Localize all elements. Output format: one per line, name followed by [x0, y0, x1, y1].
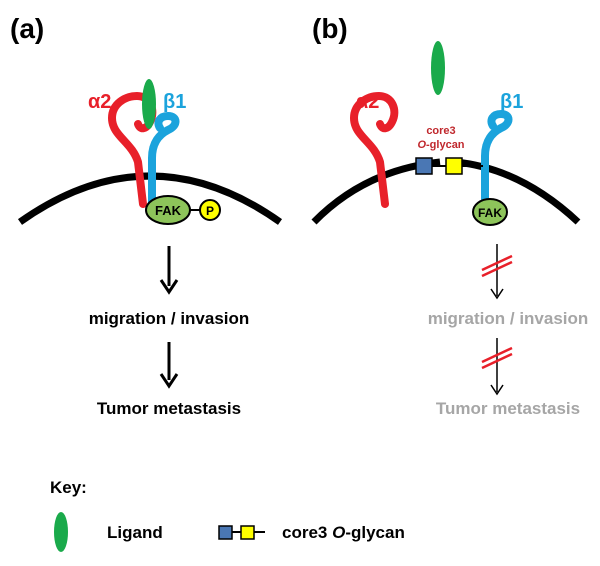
key-glycan-blue-square — [218, 525, 233, 540]
panel-b-arrow-1-head — [490, 288, 504, 300]
key-glycan-label: core3 O-glycan — [282, 523, 405, 542]
panel-b-arrow-2-head — [490, 384, 504, 396]
panel-b-block-mark-2a — [481, 346, 513, 364]
panel-b-membrane-right — [454, 158, 581, 225]
panel-b-block-mark-1b — [481, 260, 513, 278]
panel-a-arrow-2-head — [159, 373, 179, 389]
panel-b-fak-label: FAK — [478, 206, 502, 220]
panel-a-ligand — [142, 79, 156, 129]
panel-a-arrow-1-head — [159, 279, 179, 295]
panel-b-glycan-blue-square — [415, 157, 433, 175]
panel-a-beta1-integrin — [148, 112, 180, 208]
panel-b-alpha2-integrin — [350, 92, 399, 208]
panel-b-ligand — [431, 41, 445, 95]
key-ligand-icon — [54, 512, 68, 552]
panel-a-step-migration: migration / invasion — [89, 309, 250, 328]
panel-b-glycan-yellow-square — [445, 157, 463, 175]
panel-a-phospho-node — [199, 199, 221, 221]
panel-b-alpha2-label: α2 — [356, 91, 379, 113]
key-glycan-yellow-square — [240, 525, 255, 540]
panel-b-glycan-label-1: core3 — [426, 125, 455, 137]
panel-b-step-migration: migration / invasion — [428, 309, 589, 328]
panel-a-alpha2-label: α2 — [88, 91, 111, 113]
panel-b-label: (b) — [312, 13, 348, 44]
panel-b-beta1-label: β1 — [500, 91, 523, 113]
panel-b-block-mark-2b — [481, 352, 513, 370]
panel-b-fak-node — [472, 198, 508, 226]
panel-a-step-metastasis: Tumor metastasis — [97, 399, 241, 418]
panel-b-step-metastasis: Tumor metastasis — [436, 399, 580, 418]
panel-b-glycan-label-2: O-glycan — [417, 139, 464, 151]
panel-b-beta1-integrin — [481, 110, 513, 204]
panel-a-phospho-label: P — [206, 204, 214, 218]
panel-a-fak-label: FAK — [155, 203, 182, 218]
panel-a-label: (a) — [10, 13, 44, 44]
panel-a-beta1-label: β1 — [163, 91, 186, 113]
key-title: Key: — [50, 478, 87, 497]
key-ligand-label: Ligand — [107, 523, 163, 542]
panel-b-block-mark-1a — [481, 254, 513, 272]
